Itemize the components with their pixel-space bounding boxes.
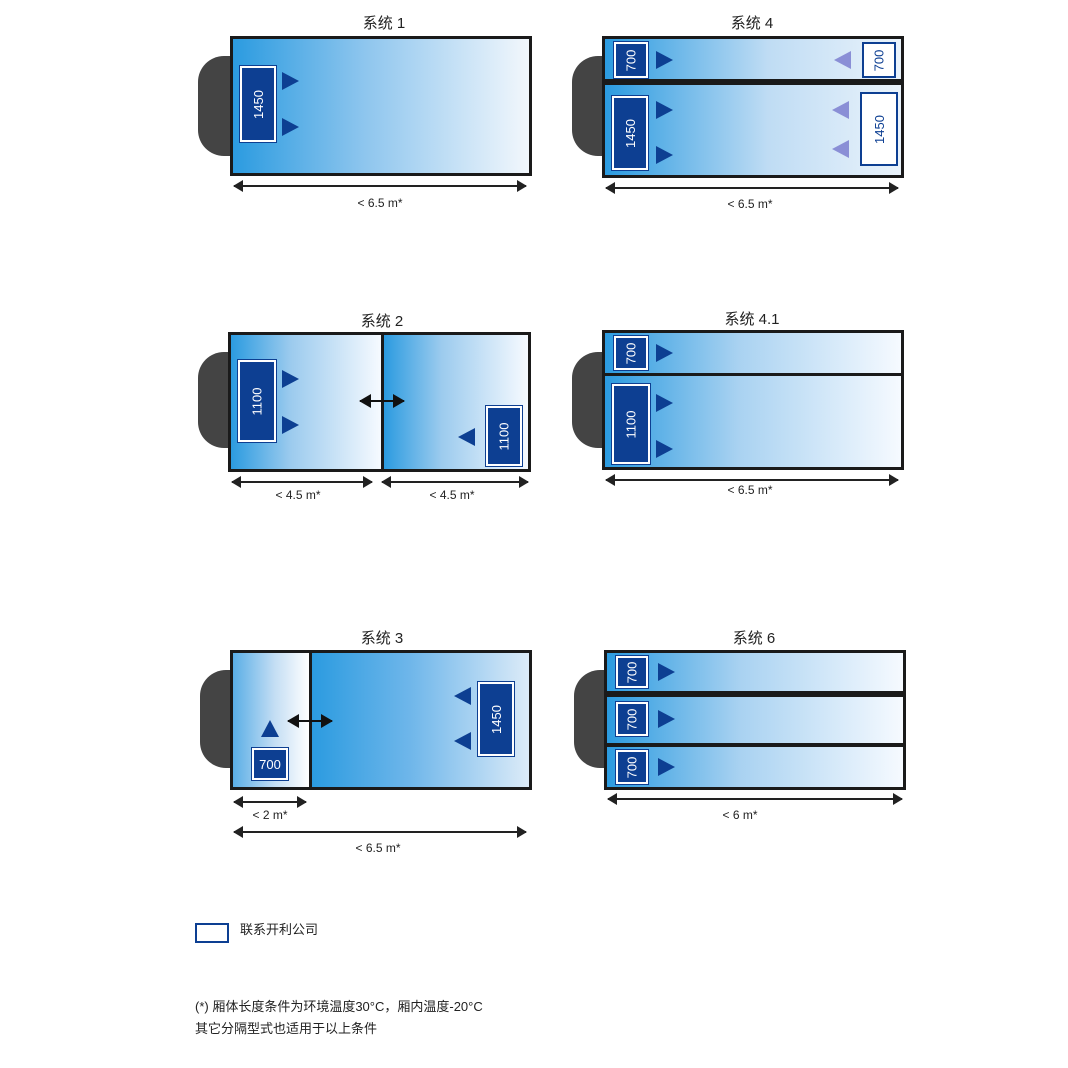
air-flow-arrow [458,428,475,446]
system-2-unit-rear: 1100 [485,405,523,467]
air-flow-arrow [261,720,279,737]
system-3-title: 系统 3 [360,630,404,647]
system-4-unit-top-right: 700 [862,42,896,78]
system-6-title: 系统 6 [732,630,776,647]
system-6-compartment-2 [604,694,906,746]
partition-movable-arrow [359,394,405,408]
system-4-1-unit-top: 700 [613,335,649,371]
air-flow-arrow [656,344,673,362]
system-4-dimension [605,182,899,194]
system-3-dimension-total [233,826,527,838]
system-4-title: 系统 4 [730,15,774,32]
system-3-unit-rear: 1450 [477,681,515,757]
footnote-line-1: (*) 厢体长度条件为环境温度30°C，厢内温度-20°C [195,999,483,1014]
air-flow-arrow [282,72,299,90]
system-2-dimension-front [231,476,373,488]
system-6-dimension [607,793,903,805]
system-3-dimension-front [233,796,307,808]
system-4-1-dimension-label: < 6.5 m* [727,483,773,497]
system-4-compartment-top [602,36,904,82]
air-flow-arrow [282,370,299,388]
system-1-body [230,36,532,176]
legend-label: 联系开利公司 [240,922,319,937]
air-flow-arrow [658,663,675,681]
system-2-dimension-front-label: < 4.5 m* [275,488,321,502]
system-6-unit-1: 700 [615,655,649,689]
system-4-unit-bottom-right: 1450 [860,92,898,166]
system-4-unit-bottom-left: 1450 [611,95,649,171]
air-flow-arrow [454,687,471,705]
system-2-unit-front: 1100 [237,359,277,443]
system-6-compartment-3 [604,744,906,790]
footnote-line-2: 其它分隔型式也适用于以上条件 [195,1021,378,1036]
air-flow-arrow [282,416,299,434]
partition-movable-arrow [287,714,333,728]
remote-air-flow-arrow [832,140,849,158]
air-flow-arrow [656,440,673,458]
air-flow-arrow [658,758,675,776]
system-6-unit-2: 700 [615,701,649,737]
system-3-dimension-front-label: < 2 m* [252,808,288,822]
air-flow-arrow [282,118,299,136]
system-4-unit-top-left: 700 [613,41,649,79]
system-6-unit-3: 700 [615,749,649,785]
system-1-dimension [233,180,527,192]
remote-air-flow-arrow [834,51,851,69]
system-3-dimension-total-label: < 6.5 m* [355,841,401,855]
system-4-dimension-label: < 6.5 m* [727,197,773,211]
system-2-title: 系统 2 [360,313,404,330]
legend-outline-unit-swatch [195,923,229,943]
air-flow-arrow [656,51,673,69]
air-flow-arrow [454,732,471,750]
system-1-unit: 1450 [239,65,277,143]
system-2-dimension-rear-label: < 4.5 m* [429,488,475,502]
air-flow-arrow [656,394,673,412]
system-6-dimension-label: < 6 m* [722,808,758,822]
system-4-1-title: 系统 4.1 [724,311,780,328]
system-3-unit-front: 700 [251,747,289,781]
system-4-1-unit-bottom: 1100 [611,383,651,465]
system-1-title: 系统 1 [362,15,406,32]
air-flow-arrow [656,101,673,119]
system-2-dimension-rear [381,476,529,488]
system-4-1-compartment-bottom [602,373,904,470]
air-flow-arrow [656,146,673,164]
system-4-1-dimension [605,474,899,486]
system-2-compartment-rear [381,332,531,472]
air-flow-arrow [658,710,675,728]
remote-air-flow-arrow [832,101,849,119]
system-4-compartment-bottom [602,82,904,178]
system-1-dimension-label: < 6.5 m* [357,196,403,210]
system-6-compartment-1 [604,650,906,694]
